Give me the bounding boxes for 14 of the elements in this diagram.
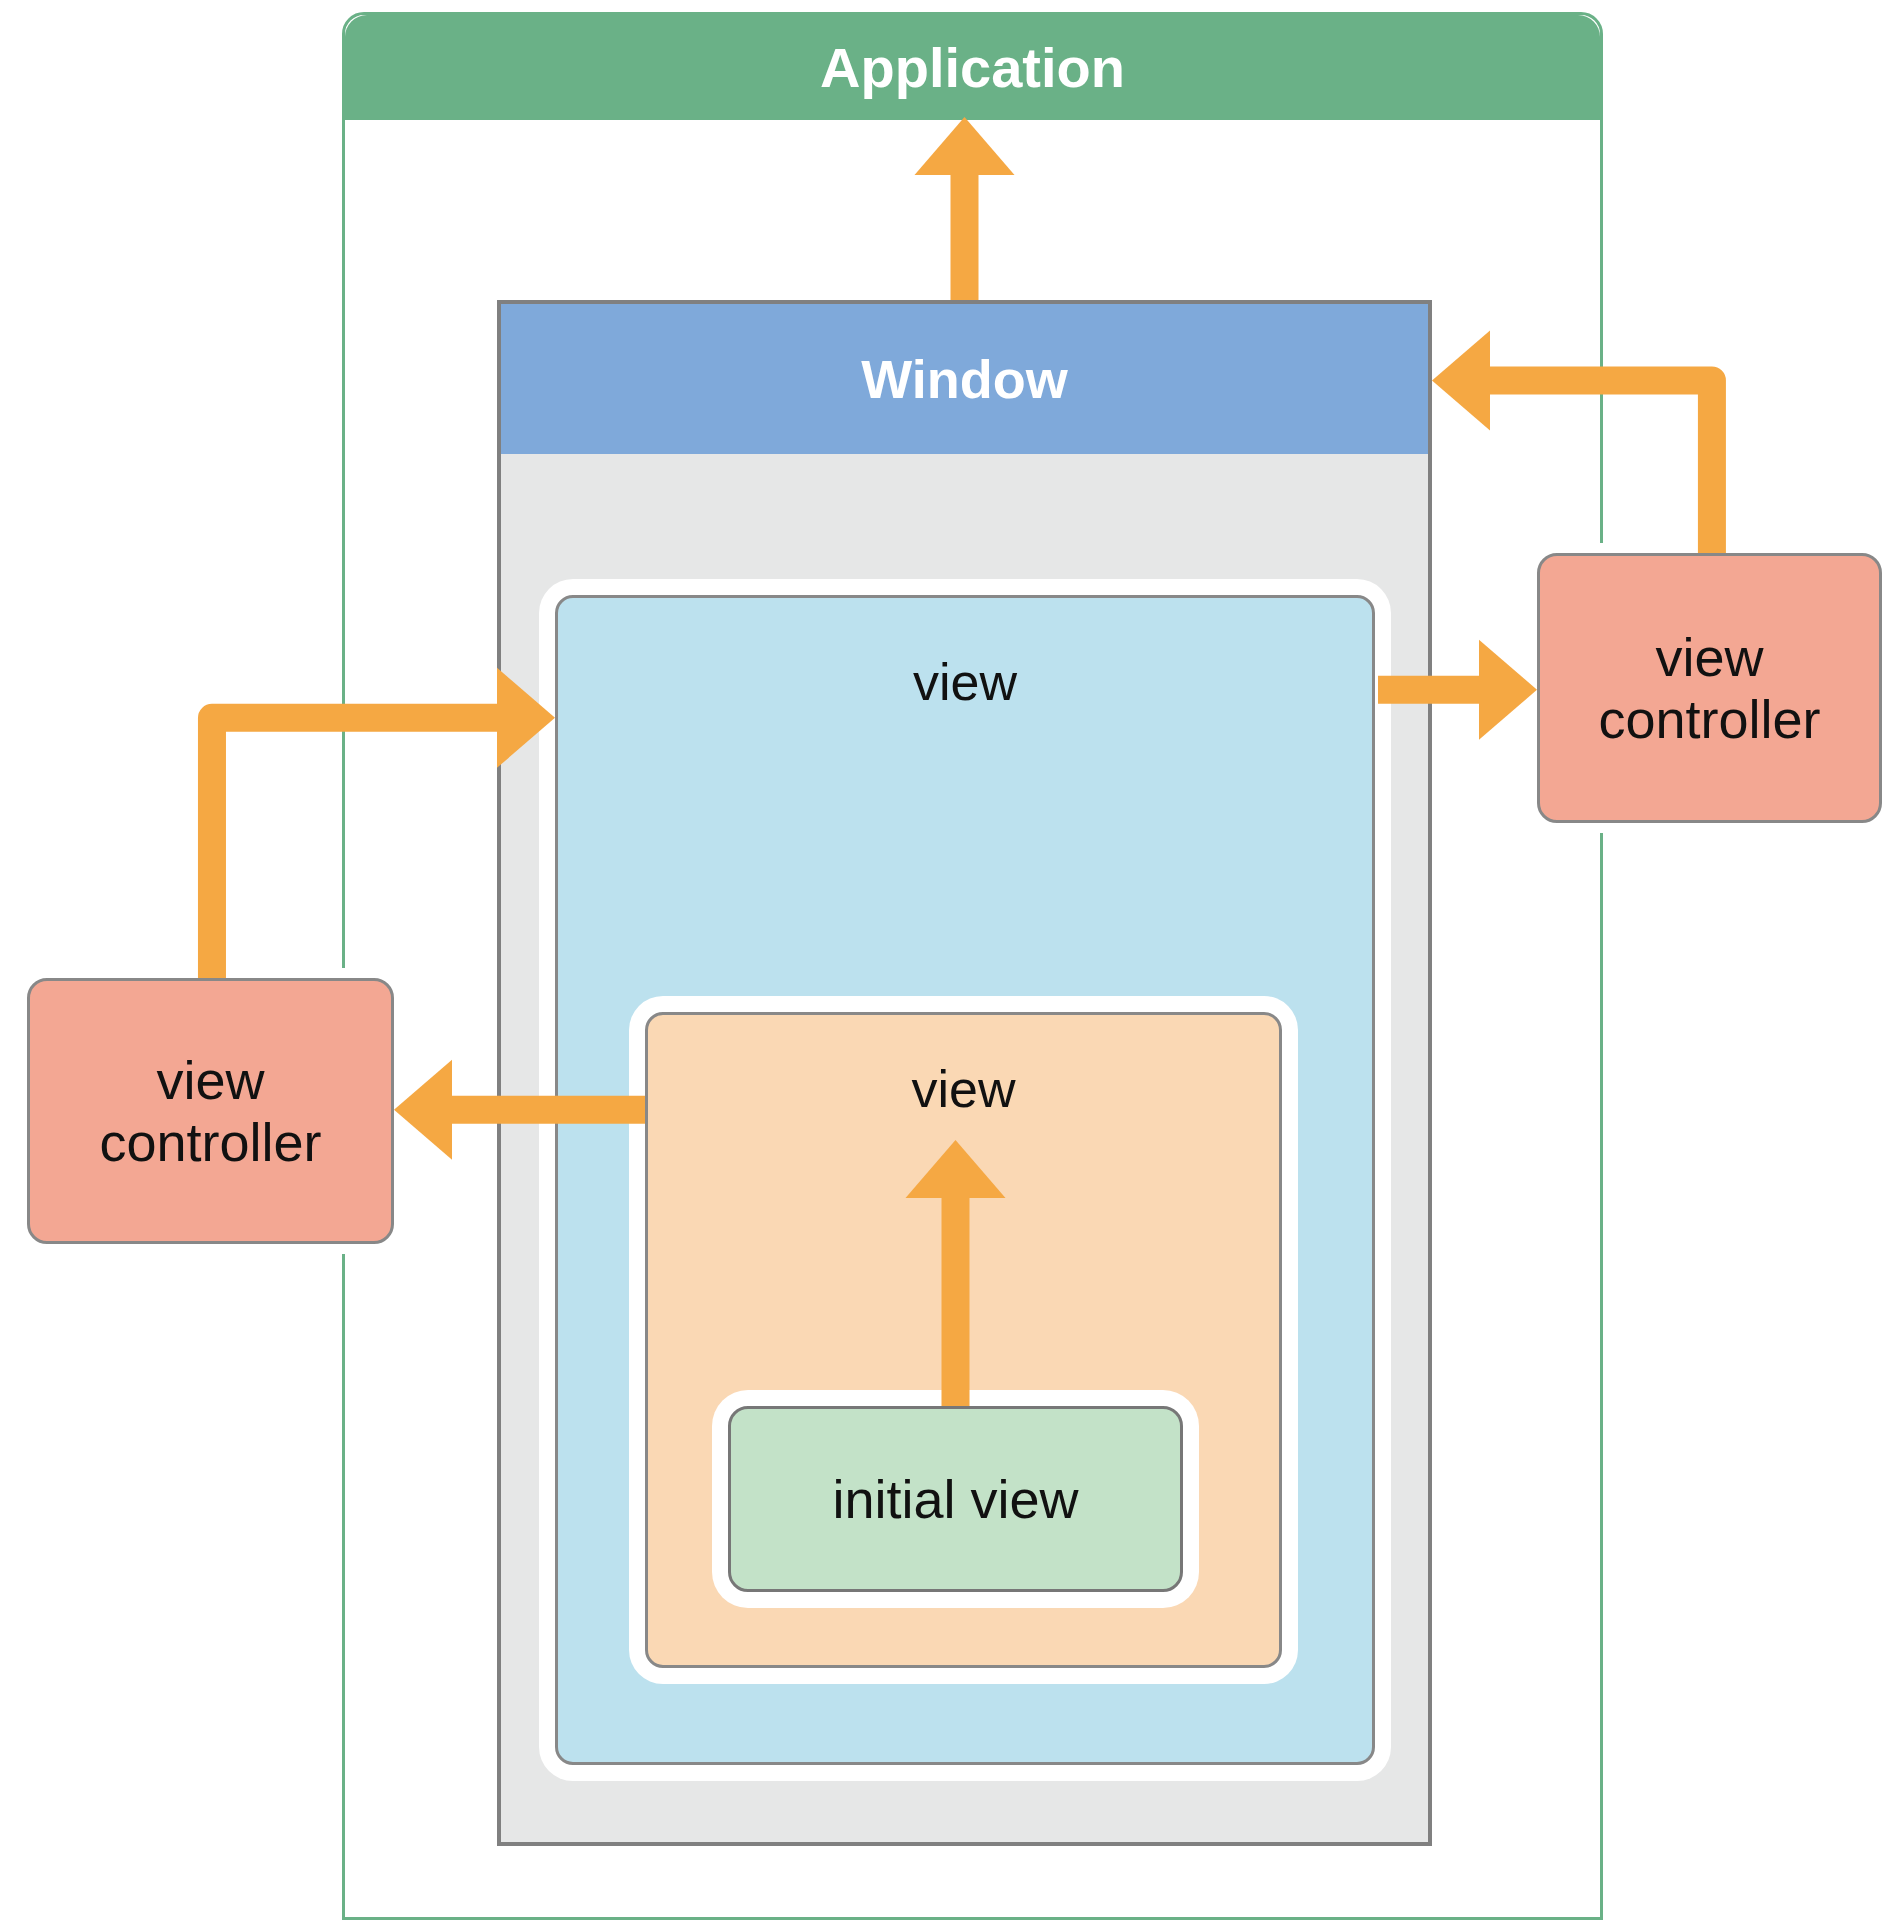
window-panel — [497, 300, 1432, 1846]
arrow — [394, 1059, 645, 1160]
label: view — [913, 653, 1017, 713]
arrow — [905, 1140, 1006, 1406]
arrow — [1378, 639, 1537, 740]
label: initial view — [832, 1467, 1079, 1531]
arrow — [914, 117, 1015, 300]
label: view — [911, 1060, 1016, 1120]
heading: Application — [820, 35, 1125, 100]
heading: Window — [861, 348, 1068, 410]
arrow — [1432, 330, 1726, 553]
arrow — [197, 667, 555, 978]
label: view controller — [1597, 625, 1822, 751]
label: view controller — [98, 1048, 323, 1174]
